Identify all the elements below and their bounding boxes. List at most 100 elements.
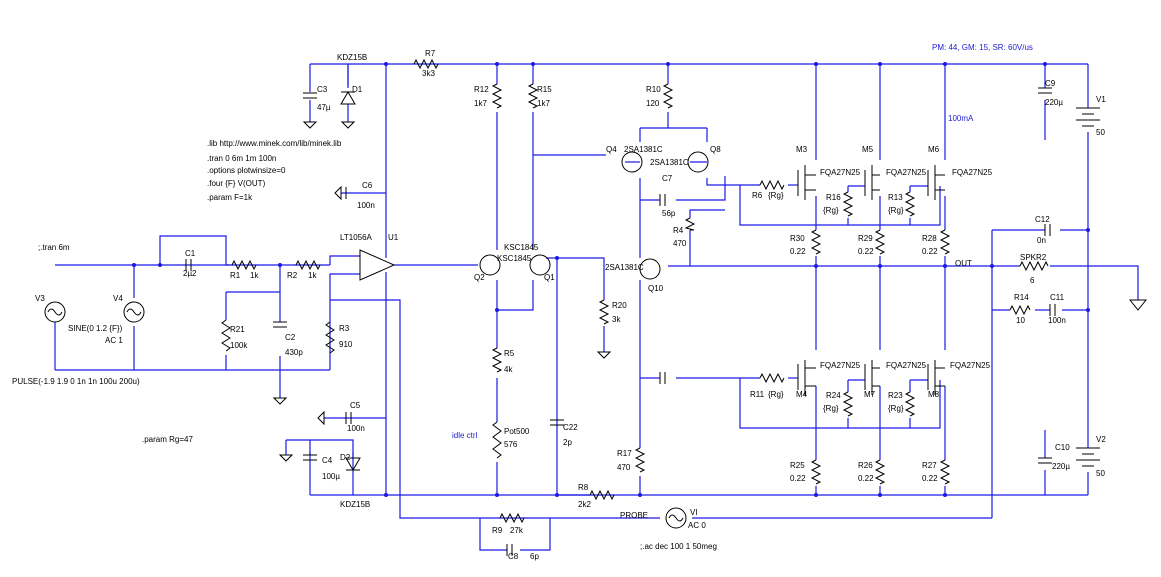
- c3-value: 47µ: [317, 103, 331, 112]
- r3-name: R3: [339, 324, 350, 333]
- r1-name: R1: [230, 271, 241, 280]
- c8-name: C8: [508, 552, 519, 561]
- probe-label: PROBE: [620, 511, 648, 520]
- c12-name: C12: [1035, 215, 1050, 224]
- m6-name: M6: [928, 145, 940, 154]
- c5-value: 100n: [347, 424, 365, 433]
- q8-name: Q8: [710, 145, 721, 154]
- r5-value: 4k: [504, 365, 513, 374]
- c11-name: C11: [1050, 293, 1065, 302]
- pot-name: Pot500: [504, 427, 530, 436]
- q2-part: KSC1845: [504, 243, 539, 252]
- vi-name: VI: [690, 508, 698, 517]
- q2-name: Q2: [474, 273, 485, 282]
- v3-value: PULSE(-1.9 1.9 0 1n 1n 100u 200u): [12, 377, 140, 386]
- m6-part: FQA27N25: [952, 168, 993, 177]
- c4-name: C4: [322, 456, 333, 465]
- r9-value: 27k: [510, 526, 524, 535]
- q1-name: Q1: [544, 273, 555, 282]
- m8-part: FQA27N25: [950, 361, 991, 370]
- vi-value: AC 0: [688, 521, 706, 530]
- c22-name: C22: [563, 423, 578, 432]
- d1-name: D1: [352, 85, 363, 94]
- r24-value: {Rg}: [823, 404, 839, 413]
- c7-name: C7: [662, 174, 673, 183]
- r23-value: {Rg}: [888, 404, 904, 413]
- r11-name: R11: [750, 390, 765, 399]
- directive-options: .options plotwinsize=0: [207, 166, 286, 175]
- m5-part: FQA27N25: [886, 168, 927, 177]
- pot-value: 576: [504, 440, 518, 449]
- spkr-name: SPKR2: [1020, 253, 1047, 262]
- c10-name: C10: [1055, 443, 1070, 452]
- r27-name: R27: [922, 461, 937, 470]
- current-note: 100mA: [948, 114, 974, 123]
- r23-name: R23: [888, 391, 903, 400]
- r20-value: 3k: [612, 315, 621, 324]
- v2-name: V2: [1096, 435, 1106, 444]
- spkr-value: 6: [1030, 276, 1035, 285]
- u1-name: U1: [388, 233, 399, 242]
- r14-value: 10: [1016, 316, 1025, 325]
- r8-value: 2k2: [578, 500, 591, 509]
- r7-name: R7: [425, 49, 436, 58]
- c2-name: C2: [285, 333, 296, 342]
- r4-name: R4: [673, 226, 684, 235]
- r21-name: R21: [230, 325, 245, 334]
- out-label: OUT: [955, 259, 972, 268]
- r6-value: {Rg}: [768, 191, 784, 200]
- r30-name: R30: [790, 234, 805, 243]
- c6-value: 100n: [357, 201, 375, 210]
- c8-value: 6p: [530, 552, 539, 561]
- r16-name: R16: [826, 193, 841, 202]
- r2-name: R2: [287, 271, 298, 280]
- r12-value: 1k7: [474, 99, 487, 108]
- r29-value: 0.22: [858, 247, 874, 256]
- r9-name: R9: [492, 526, 503, 535]
- c5-name: C5: [350, 401, 361, 410]
- r20-name: R20: [612, 301, 627, 310]
- symbols: [44, 58, 1148, 556]
- m4-part: FQA27N25: [820, 361, 861, 370]
- v1-name: V1: [1096, 95, 1106, 104]
- r28-value: 0.22: [922, 247, 938, 256]
- m7-part: FQA27N25: [886, 361, 927, 370]
- r7-value: 3k3: [422, 69, 435, 78]
- r25-name: R25: [790, 461, 805, 470]
- q4-name: Q4: [606, 145, 617, 154]
- r26-value: 0.22: [858, 474, 874, 483]
- c4-value: 100µ: [322, 472, 340, 481]
- wires: [54, 63, 1139, 551]
- r27-value: 0.22: [922, 474, 938, 483]
- c9-value: 220µ: [1045, 98, 1063, 107]
- r29-name: R29: [858, 234, 873, 243]
- d1-part: KDZ15B: [337, 53, 367, 62]
- q1-part: KSC1845: [497, 254, 532, 263]
- c6-name: C6: [362, 181, 373, 190]
- u1-part: LT1056A: [340, 233, 373, 242]
- r12-name: R12: [474, 85, 489, 94]
- r4-value: 470: [673, 239, 687, 248]
- c10-value: 220µ: [1052, 462, 1070, 471]
- r25-value: 0.22: [790, 474, 806, 483]
- r17-name: R17: [617, 449, 632, 458]
- directive-tran-comment: ;.tran 6m: [38, 243, 70, 252]
- r5-name: R5: [504, 349, 515, 358]
- v3-name: V3: [35, 294, 45, 303]
- r16-value: {Rg}: [823, 206, 839, 215]
- r15-value: 1k7: [537, 99, 550, 108]
- v4-value: SINE(0 1.2 {F}): [68, 324, 123, 333]
- q10-name: Q10: [648, 284, 664, 293]
- r11-value: {Rg}: [768, 390, 784, 399]
- r10-name: R10: [646, 85, 661, 94]
- labels: PM: 44, GM: 15, SR: 60V/us .lib http://w…: [12, 43, 1106, 561]
- directive-lib: .lib http://www.minek.com/lib/minek.lib: [207, 139, 342, 148]
- r21-value: 100k: [230, 341, 248, 350]
- d2-name: D2: [340, 453, 351, 462]
- c3-name: C3: [317, 85, 328, 94]
- r1-value: 1k: [250, 271, 259, 280]
- c1-name: C1: [185, 249, 196, 258]
- m7-name: M7: [864, 390, 876, 399]
- v2-value: 50: [1096, 469, 1105, 478]
- r8-name: R8: [578, 483, 589, 492]
